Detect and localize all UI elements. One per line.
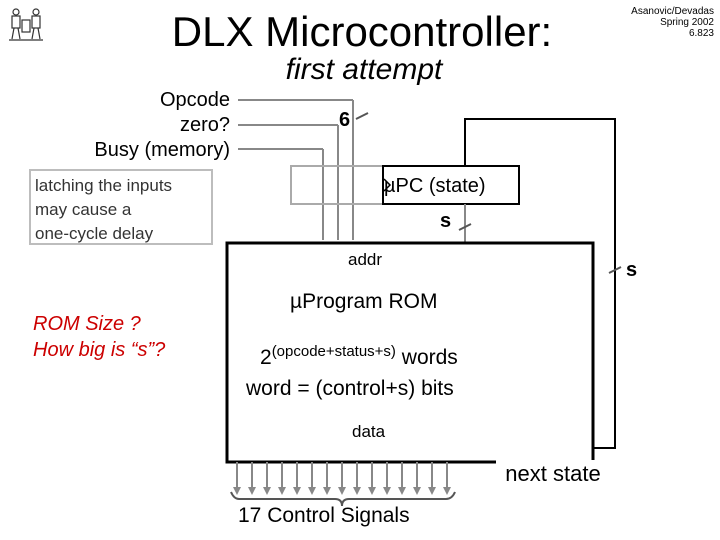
next-state-label: next state: [496, 460, 610, 488]
rom-addr-label: addr: [348, 250, 383, 269]
mit-logo: [6, 6, 46, 42]
rom-title: µProgram ROM: [290, 290, 438, 313]
latch-note-line: one-cycle delay: [35, 224, 154, 243]
rom-words: 2(opcode+status+s) words: [260, 343, 458, 375]
rom-word-width: word = (control+s) bits: [246, 377, 454, 400]
slide-title: DLX Microcontroller:: [171, 8, 553, 55]
slide-subtitle: first attempt: [285, 53, 443, 86]
latch-note-line: may cause a: [35, 200, 132, 219]
rom-words-suffix: words: [395, 346, 458, 369]
credit: Asanovic/Devadas Spring 2002 6.823: [594, 6, 714, 39]
feedback-path: [464, 118, 616, 449]
clock-triangle: [383, 178, 392, 192]
input-label-opcode: Opcode: [159, 89, 230, 111]
feedback-bus-slash: [608, 266, 622, 274]
credit-authors: Asanovic/Devadas: [631, 6, 714, 17]
feedback-width-label: s: [626, 259, 638, 281]
input-label-zero: zero?: [179, 114, 230, 136]
control-signal-arrowheads: [233, 487, 451, 495]
rom-data-label: data: [352, 422, 386, 441]
rom-words-base: 2: [260, 346, 272, 369]
latch-note-line: latching the inputs: [35, 176, 173, 195]
rom-box: [225, 241, 595, 464]
upc-register: [382, 165, 520, 205]
upc-label: µPC (state): [384, 175, 486, 197]
control-signals-label: 17 Control Signals: [238, 504, 410, 527]
control-signals-brace: [230, 491, 456, 507]
input-bus-slash: [355, 112, 369, 120]
rom-size-question: ROM Size ? How big is “s”?: [33, 311, 165, 363]
input-width-label: 6: [339, 109, 351, 131]
rom-size-question-line: How big is “s”?: [33, 339, 166, 361]
rom-size-question-line: ROM Size ?: [33, 313, 141, 335]
rom-words-exponent: (opcode+status+s): [271, 343, 396, 360]
credit-course: 6.823: [688, 28, 714, 39]
credit-term: Spring 2002: [660, 17, 714, 28]
state-width-label: s: [440, 210, 452, 232]
state-bus-slash: [458, 223, 472, 231]
latch-note: latching the inputs may cause a one-cycl…: [29, 169, 213, 245]
input-label-busy: Busy (memory): [94, 139, 230, 161]
